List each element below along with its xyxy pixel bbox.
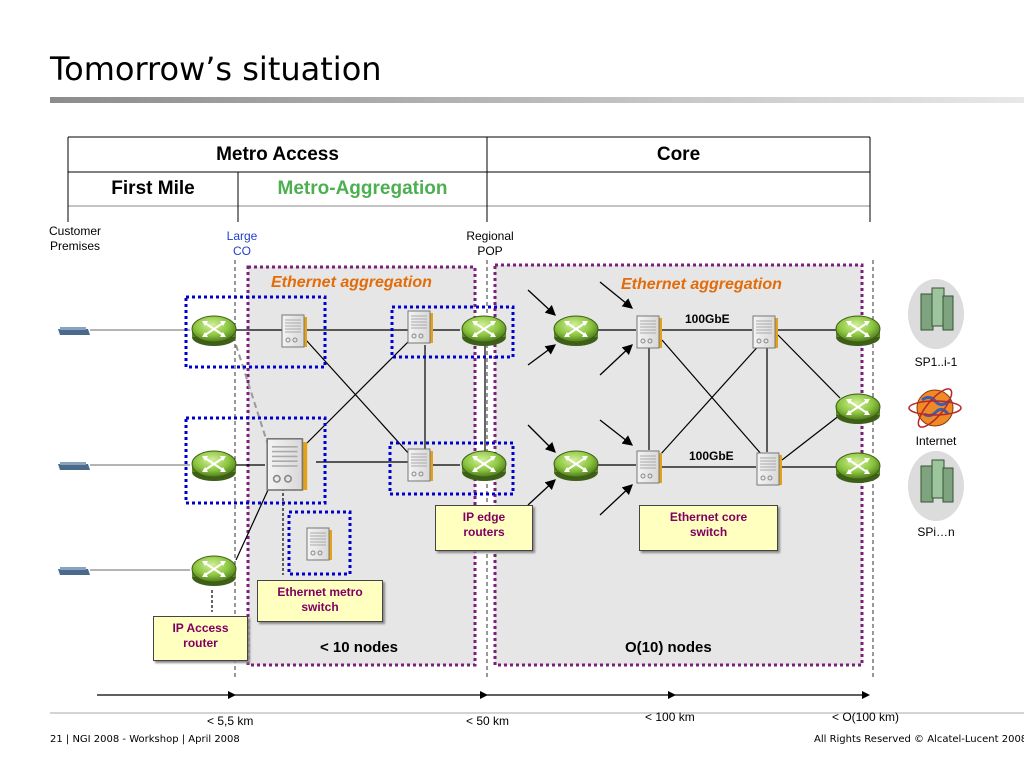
top-core-link-label: 100GbE: [685, 312, 730, 326]
switch-metro-1: [281, 314, 308, 348]
core-aggregation-region: [493, 263, 864, 667]
sp-top-server: [907, 278, 965, 350]
core-node-count: O(10) nodes: [625, 639, 712, 656]
switch-metro-small: [306, 527, 333, 561]
header-table: [67, 136, 871, 222]
distance-core: < 100 km: [645, 710, 695, 724]
metro-switch-box: [287, 510, 352, 576]
switch-metro-2: [407, 310, 434, 344]
internet-globe: [908, 388, 962, 428]
sp-top-label: SP1..i-1: [914, 355, 958, 369]
switch-core-4: [756, 452, 783, 486]
switch-large-co: [266, 437, 309, 491]
cpe-modem-3: [58, 567, 90, 575]
router-edge-1: [461, 315, 507, 347]
cpe-modem-2: [58, 462, 90, 470]
distance-metro: < 50 km: [466, 714, 510, 728]
internet-label: Internet: [915, 434, 957, 448]
footer-left: 21 | NGI 2008 - Workshop | April 2008: [50, 734, 240, 745]
distance-service-providers: < O(100 km): [832, 710, 900, 724]
distance-first-mile: < 5,5 km: [207, 714, 254, 728]
router-core-in-2: [553, 450, 599, 482]
switch-metro-3: [407, 448, 434, 482]
metro-node-count: < 10 nodes: [320, 639, 398, 656]
sp-bottom-server: [907, 450, 965, 522]
edge-box-bottom: [388, 441, 515, 496]
router-core-in-1: [553, 315, 599, 347]
footer-right: All Rights Reserved © Alcatel-Lucent 200…: [814, 734, 1024, 745]
router-internet: [835, 393, 881, 425]
core-ethernet-aggregation-title: Ethernet aggregation: [621, 276, 782, 293]
router-sp-top: [835, 315, 881, 347]
cpe-modem-1: [58, 327, 90, 335]
router-access-1: [191, 315, 237, 347]
router-sp-bottom: [835, 452, 881, 484]
header-first-mile: First Mile: [111, 178, 195, 199]
router-access-2: [191, 450, 237, 482]
sp-bottom-label: SPi…n: [917, 525, 955, 539]
bottom-core-link-label: 100GbE: [689, 449, 734, 463]
edge-box-top: [390, 305, 515, 359]
switch-core-3: [636, 450, 663, 484]
header-metro-access: Metro Access: [216, 144, 339, 165]
switch-core-1: [636, 315, 663, 349]
router-edge-2: [461, 450, 507, 482]
header-metro-aggregation: Metro-Aggregation: [277, 178, 448, 199]
header-core: Core: [656, 144, 701, 165]
first-mile-box-top: [184, 295, 327, 369]
router-ip-access: [191, 555, 237, 587]
first-mile-box-bottom: [184, 416, 327, 505]
slide-title: Tomorrow’s situation: [50, 50, 382, 88]
switch-core-2: [752, 315, 779, 349]
title-rule: [50, 97, 1024, 103]
metro-ethernet-aggregation-title: Ethernet aggregation: [271, 274, 432, 291]
